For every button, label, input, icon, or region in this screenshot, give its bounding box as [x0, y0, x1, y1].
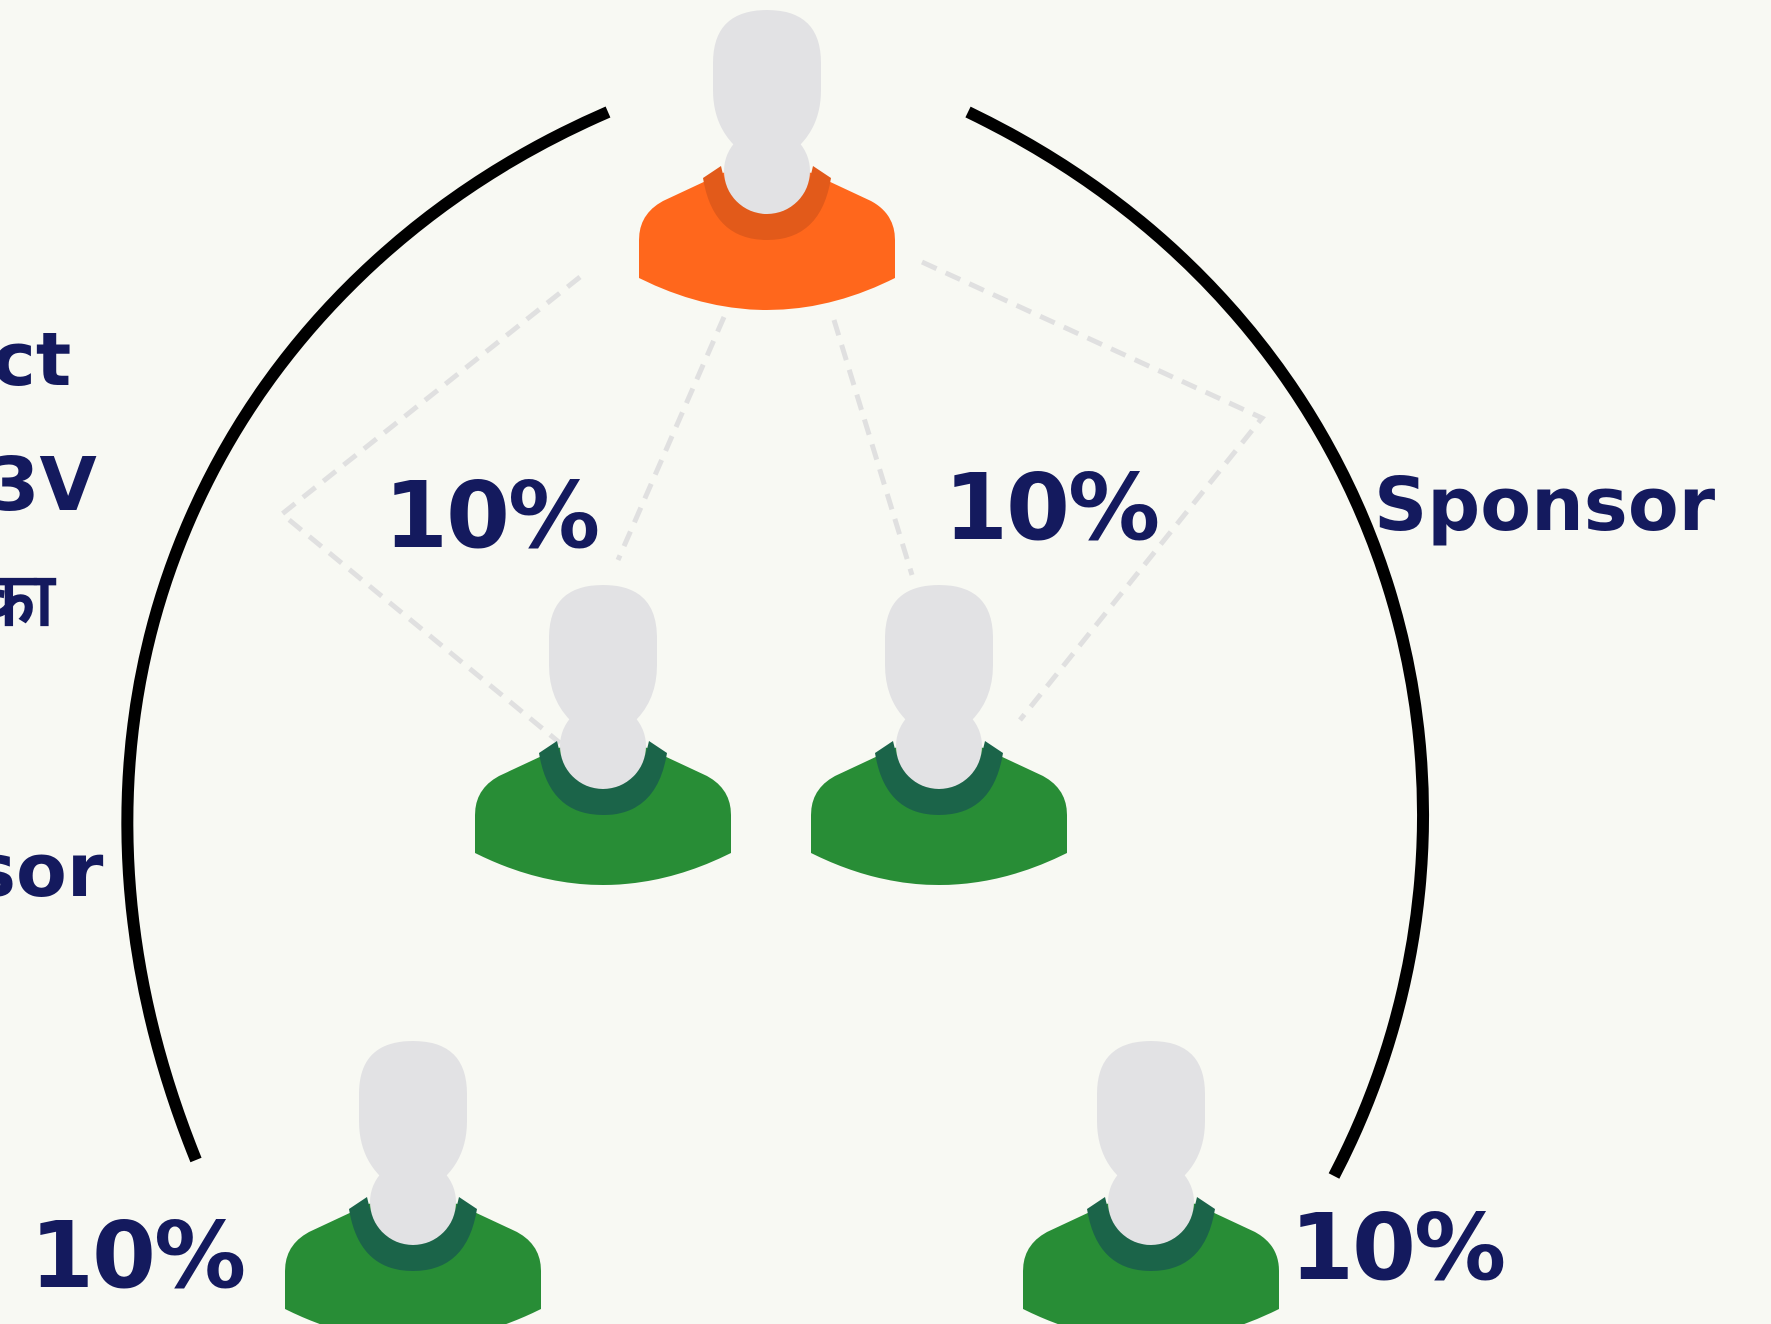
arcs: [121, 106, 1429, 1179]
person-head: [549, 585, 657, 723]
person-collar: [349, 1197, 477, 1271]
person-collar: [539, 741, 667, 815]
percent-label: 10%: [1290, 1194, 1506, 1301]
person-collar: [1087, 1197, 1215, 1271]
person-head: [370, 1159, 456, 1245]
left-side-text-4: sor: [0, 828, 104, 914]
sponsor-label: Sponsor: [1374, 462, 1716, 548]
connectors: [278, 259, 1266, 745]
member-person-icon: [811, 585, 1067, 885]
person-head: [713, 10, 821, 148]
people-layer: [285, 10, 1279, 1324]
left-side-text-3: का: [0, 557, 54, 643]
person-head: [724, 128, 810, 214]
left-arc: [121, 106, 611, 1163]
person-collar: [875, 741, 1003, 815]
right-arc: [965, 106, 1429, 1179]
member-person-icon: [475, 585, 731, 885]
left-side-text-1: ct: [0, 317, 72, 403]
percent-label: 10%: [944, 454, 1160, 561]
person-head: [1108, 1159, 1194, 1245]
person-collar: [703, 166, 831, 240]
member-person-icon: [285, 1041, 541, 1324]
person-head: [560, 703, 646, 789]
member-person-icon: [1023, 1041, 1279, 1324]
person-head: [885, 585, 993, 723]
dashed-connector: [831, 319, 915, 576]
dashed-connector: [920, 259, 1266, 722]
percent-label: 10%: [384, 462, 600, 569]
dashed-connector: [615, 316, 727, 561]
person-head: [359, 1041, 467, 1179]
sponsor-person-icon: [639, 10, 895, 310]
person-head: [896, 703, 982, 789]
person-head: [1097, 1041, 1205, 1179]
percent-label: 10%: [30, 1202, 246, 1309]
left-side-text-2: 3V: [0, 442, 97, 528]
